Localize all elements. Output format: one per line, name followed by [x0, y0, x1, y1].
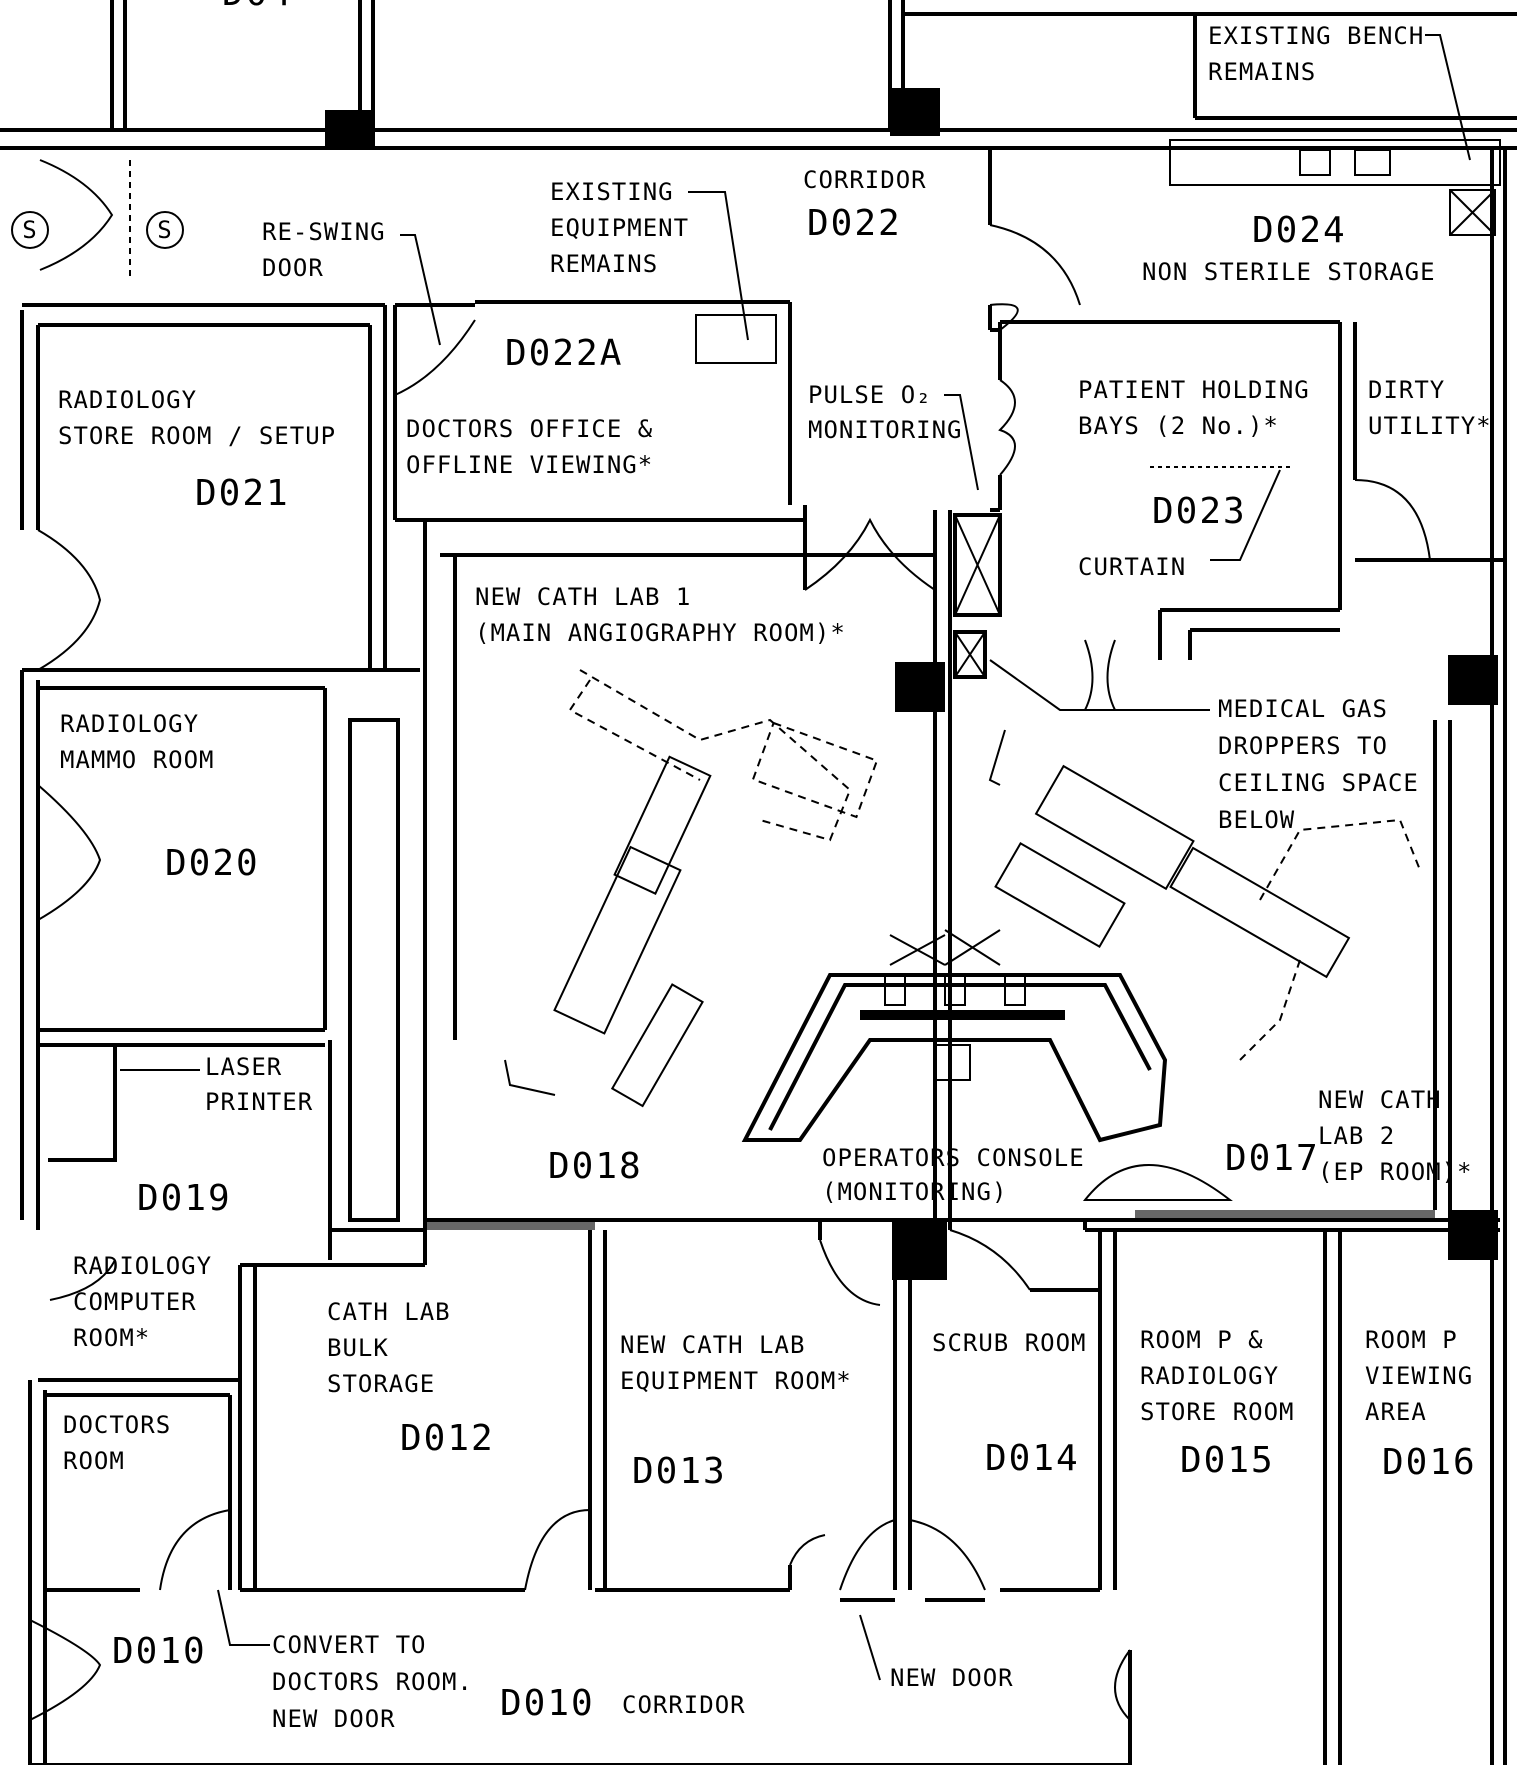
existing-bench-label-2: REMAINS — [1208, 58, 1316, 86]
new-door-label: NEW DOOR — [890, 1664, 1014, 1692]
laser-printer-label-2: PRINTER — [205, 1088, 313, 1116]
room-number-d023: D023 — [1152, 491, 1247, 532]
convert-label-1: CONVERT TO — [272, 1631, 427, 1659]
medical-gas-label-3: CEILING SPACE — [1218, 769, 1419, 797]
doctors-office-label-1: DOCTORS OFFICE & — [406, 415, 653, 443]
dirty-utility-label-2: UTILITY* — [1368, 412, 1492, 440]
leaders — [120, 34, 1471, 1681]
cath-lab-1-label-1: NEW CATH LAB 1 — [475, 583, 691, 611]
lab1-equipment — [504, 669, 879, 1108]
room-number-d016: D016 — [1382, 1442, 1477, 1483]
room-number-d022a: D022A — [505, 333, 623, 374]
viewing-area-label-3: AREA — [1365, 1398, 1427, 1426]
bulk-storage-label-1: CATH LAB — [327, 1298, 451, 1326]
cath-lab-1-label-2: (MAIN ANGIOGRAPHY ROOM)* — [475, 619, 846, 647]
room-number-d012: D012 — [400, 1418, 495, 1459]
bulk-storage-label-2: BULK — [327, 1334, 389, 1362]
cath-lab-2-label-3: (EP ROOM)* — [1318, 1158, 1473, 1186]
medical-gas-label-4: BELOW — [1218, 806, 1295, 834]
room-p-store-label-3: STORE ROOM — [1140, 1398, 1295, 1426]
s-markers: S S — [11, 211, 184, 249]
re-swing-label-1: RE-SWING — [262, 218, 386, 246]
medical-gas-label-1: MEDICAL GAS — [1218, 695, 1388, 723]
s-marker-right: S — [157, 216, 172, 244]
room-number-d013: D013 — [632, 1451, 727, 1492]
dirty-utility-label-1: DIRTY — [1368, 376, 1445, 404]
radiology-computer-label-2: COMPUTER — [73, 1288, 197, 1316]
equipment-room-label-1: NEW CATH LAB — [620, 1331, 805, 1359]
radiology-computer-label-3: ROOM* — [73, 1324, 150, 1352]
corridor-top-label: CORRIDOR — [803, 166, 927, 194]
radiology-computer-label-1: RADIOLOGY — [73, 1252, 212, 1280]
cath-lab-2-label-2: LAB 2 — [1318, 1122, 1395, 1150]
room-number-d021: D021 — [195, 473, 290, 514]
room-number-d015: D015 — [1180, 1440, 1275, 1481]
doctors-room-label-1: DOCTORS — [63, 1411, 171, 1439]
room-number-d024: D024 — [1252, 210, 1347, 251]
doctors-room-label-2: ROOM — [63, 1447, 125, 1475]
room-number-d022: D022 — [807, 203, 902, 244]
room-number-d014: D014 — [985, 1438, 1080, 1479]
door-swings — [29, 159, 1431, 1721]
room-number-d020: D020 — [165, 843, 260, 884]
equipment-room-label-2: EQUIPMENT ROOM* — [620, 1367, 852, 1395]
radiology-store-label-2: STORE ROOM / SETUP — [58, 422, 336, 450]
room-number-d010: D010 — [500, 1683, 595, 1724]
existing-bench-label-1: EXISTING BENCH — [1208, 22, 1424, 50]
room-p-store-label-1: ROOM P & — [1140, 1326, 1264, 1354]
radiology-store-label-1: RADIOLOGY — [58, 386, 197, 414]
pulse-label-1: PULSE O₂ — [808, 381, 932, 409]
existing-equipment-label-2: EQUIPMENT — [550, 214, 689, 242]
curtain-label: CURTAIN — [1078, 553, 1186, 581]
room-number-d017: D017 — [1225, 1138, 1320, 1179]
lab2-equipment — [988, 729, 1421, 1061]
mammo-label-2: MAMMO ROOM — [60, 746, 215, 774]
patient-holding-label-2: BAYS (2 No.)* — [1078, 412, 1279, 440]
doctors-office-label-2: OFFLINE VIEWING* — [406, 451, 653, 479]
laser-printer-label-1: LASER — [205, 1053, 282, 1081]
bulk-storage-label-3: STORAGE — [327, 1370, 435, 1398]
scrub-room-label: SCRUB ROOM — [932, 1329, 1087, 1357]
room-labels: D04 EXISTING BENCH REMAINS EXISTING EQUI… — [58, 0, 1492, 1733]
operators-console-label-1: OPERATORS CONSOLE — [822, 1144, 1085, 1172]
top-cut-label: D04 — [222, 0, 293, 14]
room-number-d019: D019 — [137, 1178, 232, 1219]
pulse-label-2: MONITORING — [808, 416, 963, 444]
room-number-d010-left: D010 — [112, 1631, 207, 1672]
convert-label-3: NEW DOOR — [272, 1705, 396, 1733]
re-swing-label-2: DOOR — [262, 254, 324, 282]
existing-equipment-label-1: EXISTING — [550, 178, 674, 206]
operators-console-label-2: (MONITORING) — [822, 1178, 1007, 1206]
room-number-d018: D018 — [548, 1146, 643, 1187]
hatched-segments — [325, 88, 1435, 1230]
viewing-area-label-1: ROOM P — [1365, 1326, 1458, 1354]
medical-gas-label-2: DROPPERS TO — [1218, 732, 1388, 760]
s-marker-left: S — [22, 216, 37, 244]
convert-label-2: DOCTORS ROOM. — [272, 1668, 473, 1696]
room-p-store-label-2: RADIOLOGY — [1140, 1362, 1279, 1390]
corridor-bottom-label: CORRIDOR — [622, 1691, 746, 1719]
cath-lab-2-label-1: NEW CATH — [1318, 1086, 1442, 1114]
patient-holding-label-1: PATIENT HOLDING — [1078, 376, 1310, 404]
non-sterile-storage-label: NON STERILE STORAGE — [1142, 258, 1436, 286]
operators-console — [741, 929, 1168, 1143]
viewing-area-label-2: VIEWING — [1365, 1362, 1473, 1390]
existing-equipment-label-3: REMAINS — [550, 250, 658, 278]
mammo-label-1: RADIOLOGY — [60, 710, 199, 738]
